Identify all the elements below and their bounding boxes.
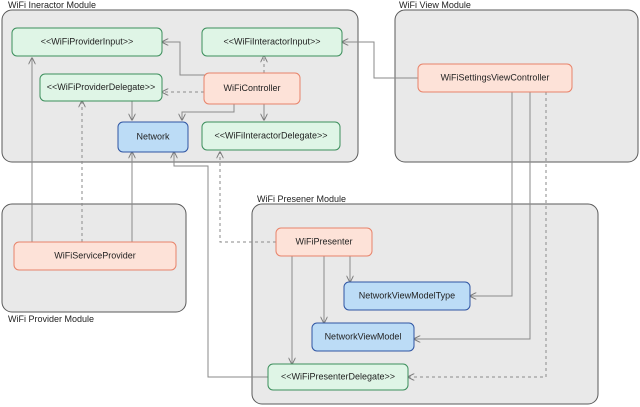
node-network-label: Network xyxy=(136,131,170,141)
node-controller-label: WiFiController xyxy=(223,83,280,93)
edge-vc-network-view-model xyxy=(414,92,531,339)
node-presenter-label: WiFiPresenter xyxy=(295,236,352,246)
node-interactor-input-label: <<WiFiInteractorInput>> xyxy=(223,36,320,46)
node-network-view-model: NetworkViewModel xyxy=(311,322,415,352)
node-provider-delegate-label: <<WiFiProviderDelegate>> xyxy=(47,82,156,92)
node-provider-input-label: <<WiFiProviderInput>> xyxy=(41,36,134,46)
node-provider-delegate: <<WiFiProviderDelegate>> xyxy=(39,73,163,102)
node-service-provider-label: WiFiServiceProvider xyxy=(54,250,136,260)
node-network-view-model-type-label: NetworkViewModelType xyxy=(359,290,455,300)
node-presenter-delegate: <<WiFiPresenterDelegate>> xyxy=(267,363,409,391)
node-controller: WiFiController xyxy=(203,72,301,105)
node-provider-input: <<WiFiProviderInput>> xyxy=(11,27,163,57)
node-network-view-model-label: NetworkViewModel xyxy=(325,331,402,341)
node-settings-vc-label: WiFiSettingsViewController xyxy=(441,72,550,82)
node-interactor-delegate: <<WiFiInteractorDelegate>> xyxy=(201,121,341,151)
edge-vc-presenter-delegate xyxy=(408,92,547,377)
edges xyxy=(32,42,547,378)
node-network-view-model-type: NetworkViewModelType xyxy=(343,281,471,311)
node-presenter-delegate-label: <<WiFiPresenterDelegate>> xyxy=(281,371,395,381)
node-settings-vc: WiFiSettingsViewController xyxy=(417,63,573,93)
node-network: Network xyxy=(117,121,189,153)
edge-controller-provider-input xyxy=(162,42,210,76)
module-interactor-label: WiFi Ineractor Module xyxy=(8,0,96,10)
module-provider-label: WiFi Provider Module xyxy=(8,314,94,324)
node-interactor-delegate-label: <<WiFiInteractorDelegate>> xyxy=(214,130,327,140)
node-service-provider: WiFiServiceProvider xyxy=(13,241,177,271)
edge-presenter-interactor-delegate xyxy=(220,152,276,243)
edge-vc-network-view-model-type xyxy=(470,92,513,296)
edge-presenter-delegate-network xyxy=(174,152,268,378)
edge-vc-interactor-input xyxy=(342,42,418,79)
node-presenter: WiFiPresenter xyxy=(275,227,373,257)
edge-controller-network xyxy=(182,104,235,120)
node-interactor-input: <<WiFiInteractorInput>> xyxy=(201,27,343,57)
module-view-label: WiFi View Module xyxy=(399,0,471,10)
module-presenter-label: WiFi Presener Module xyxy=(257,194,346,204)
